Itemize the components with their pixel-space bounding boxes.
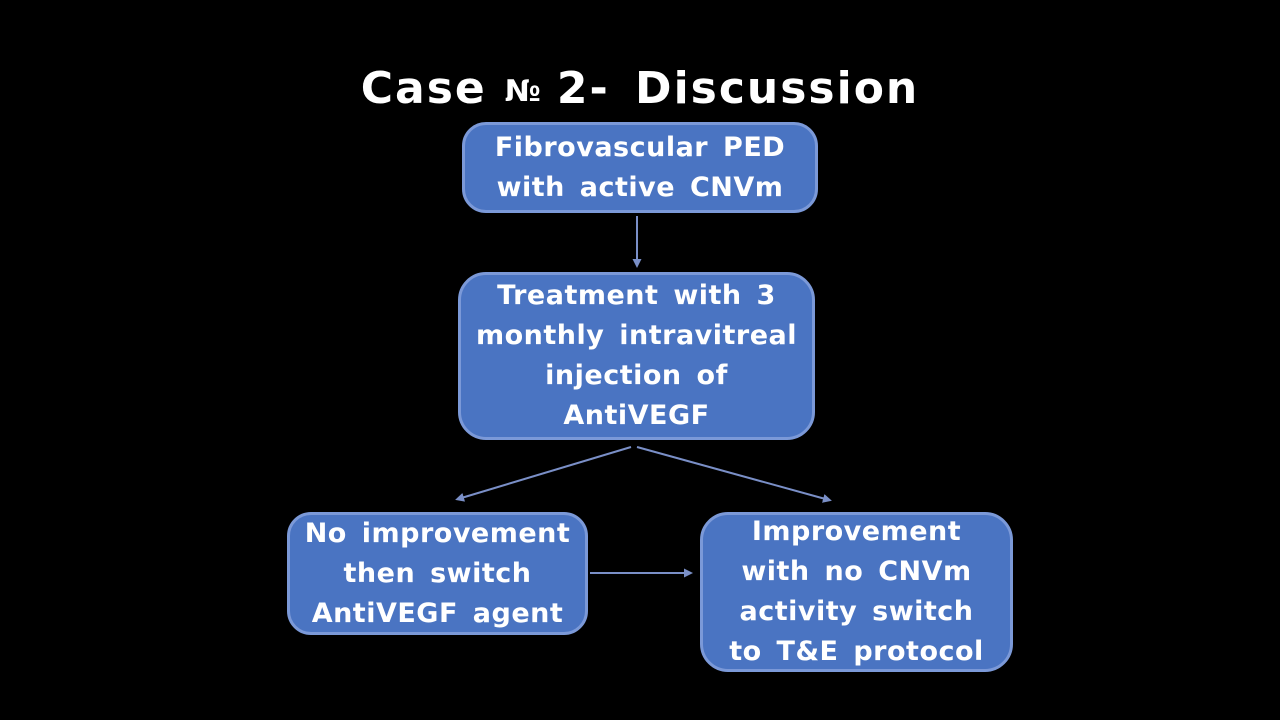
flow-box-text-line: with active CNVm: [496, 171, 784, 203]
flow-box-text-line: Improvement: [751, 516, 962, 547]
flow-box-text-line: to T&E protocol: [729, 636, 984, 667]
flow-box-text-line: activity switch: [739, 596, 974, 627]
numero-sign: №: [504, 74, 543, 109]
flow-box-text-line: No improvement: [304, 517, 571, 549]
title-part-case: Case: [360, 63, 487, 114]
title-part-discussion: 2- Discussion: [556, 63, 920, 114]
flow-box-text-line: Treatment with 3: [497, 280, 776, 311]
arrow-treatment-to-improvement: [636, 446, 832, 503]
flow-box-text-line: AntiVEGF agent: [311, 597, 564, 629]
flow-box-text-line: Fibrovascular PED: [494, 131, 786, 163]
page-title: Case № 2- Discussion: [0, 64, 1280, 117]
flow-box-treatment: Treatment with 3 monthly intravitreal in…: [458, 272, 815, 440]
flow-box-text-line: then switch: [343, 557, 532, 589]
flow-box-text-line: AntiVEGF: [563, 400, 710, 431]
flow-box-text-line: with no CNVm: [741, 556, 972, 587]
flow-box-text-line: injection of: [545, 360, 728, 391]
flow-box-text-line: monthly intravitreal: [475, 320, 798, 351]
flow-box-no-improvement: No improvement then switch AntiVEGF agen…: [287, 512, 588, 635]
flow-box-improvement: Improvement with no CNVm activity switch…: [700, 512, 1013, 672]
arrow-treatment-to-no-improvement: [455, 446, 632, 502]
flow-box-fibrovascular-ped: Fibrovascular PED with active CNVm: [462, 122, 818, 213]
